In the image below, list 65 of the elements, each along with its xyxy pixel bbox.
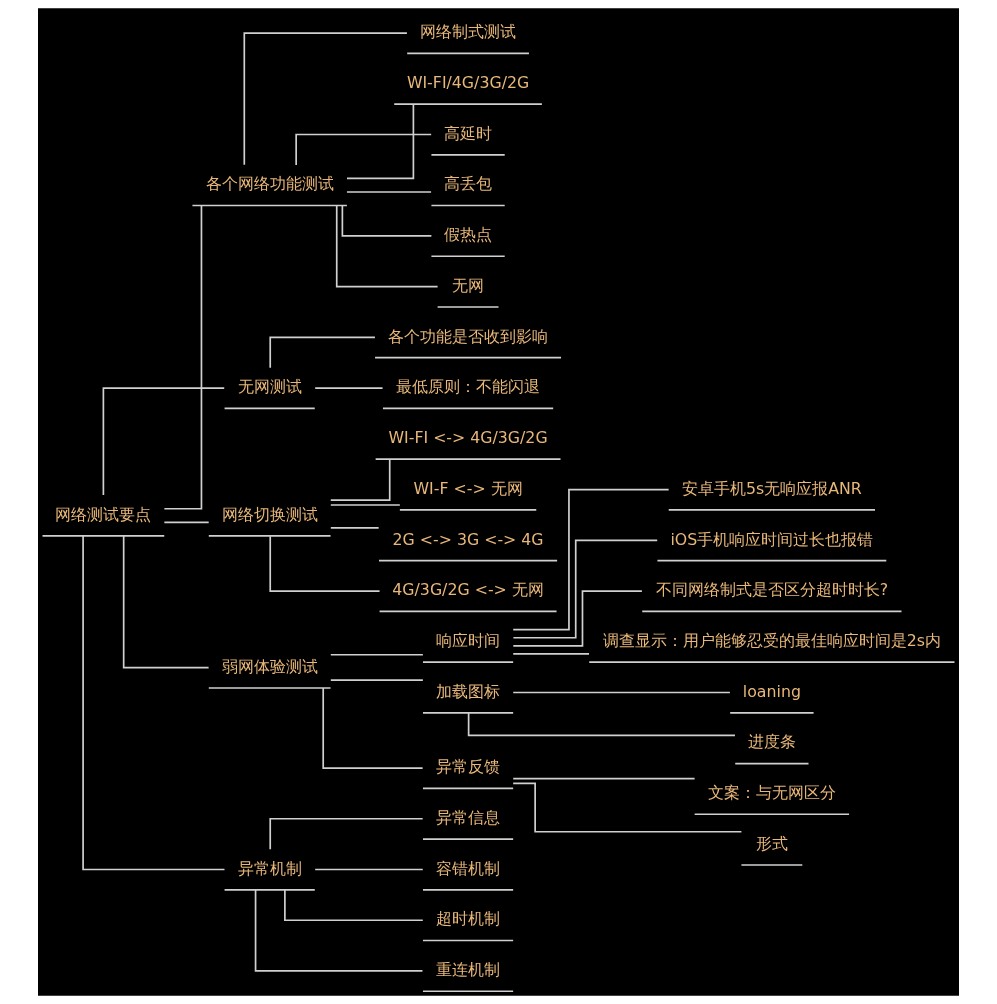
node-text: 2G <-> 3G <-> 4G: [392, 529, 544, 549]
node-text: 无网: [452, 275, 485, 295]
connector: [467, 712, 736, 737]
connector: [346, 103, 415, 180]
connector: [341, 204, 433, 237]
connector: [102, 387, 226, 496]
node-text: 文案：与无网区分: [707, 783, 836, 803]
node-text: 响应时间: [436, 630, 501, 650]
node-text: 不同网络制式是否区分超时时长?: [655, 580, 889, 600]
connector: [163, 521, 210, 524]
connector: [122, 535, 210, 669]
node-text: 网络切换测试: [221, 504, 318, 524]
connector: [314, 387, 384, 389]
connector: [512, 782, 743, 833]
connector: [295, 133, 433, 166]
node-text: 高丢包: [444, 174, 493, 194]
connector: [163, 205, 203, 510]
node-text: WI-F <-> 无网: [413, 478, 523, 498]
connector: [269, 817, 424, 850]
node-text: 最低原则：不能闪退: [396, 377, 541, 397]
node-text: 加载图标: [436, 681, 501, 701]
connector: [329, 504, 401, 506]
connector: [512, 488, 670, 631]
connector: [329, 527, 380, 529]
connector: [82, 535, 226, 871]
connector: [512, 691, 731, 694]
node-text: 高延时: [444, 123, 493, 143]
node-text: 4G/3G/2G <-> 无网: [392, 580, 544, 600]
node-text: 网络测试要点: [55, 504, 152, 524]
connector: [512, 539, 659, 639]
node-text: 弱网体验测试: [221, 656, 318, 676]
node-text: iOS手机响应时间过长也报错: [670, 529, 874, 549]
connector: [329, 458, 391, 501]
node-text: 异常反馈: [436, 757, 501, 777]
node-text: 网络制式测试: [420, 22, 517, 42]
node-text: loaning: [742, 681, 801, 701]
connector: [335, 204, 439, 288]
node-text: 安卓手机5s无响应报ANR: [681, 478, 862, 498]
node-text: 各个功能是否收到影响: [388, 326, 549, 346]
node-text: 无网测试: [237, 377, 302, 397]
node-text: 各个网络功能测试: [205, 174, 334, 194]
connector: [284, 889, 424, 922]
node-text: 形式: [755, 833, 788, 853]
connector: [269, 535, 381, 592]
connector: [254, 889, 424, 972]
node-text: 调查显示：用户能够忍受的最佳响应时间是2s内: [602, 630, 941, 650]
node-text: 进度条: [747, 732, 796, 752]
connector: [329, 679, 424, 681]
connector: [269, 336, 376, 369]
node-text: 异常信息: [436, 807, 501, 827]
connector: [329, 653, 424, 656]
node-text: 重连机制: [436, 960, 501, 980]
connector: [512, 653, 590, 655]
node-text: 超时机制: [436, 909, 501, 929]
connector: [322, 687, 424, 769]
node-text: 容错机制: [436, 858, 501, 878]
connector: [346, 191, 432, 193]
connector: [512, 777, 696, 780]
connector: [512, 590, 643, 647]
node-text: WI-FI/4G/3G/2G: [406, 72, 530, 92]
node-text: 异常机制: [237, 858, 302, 878]
connector: [243, 32, 408, 166]
connector: [314, 868, 424, 871]
node-text: WI-FI <-> 4G/3G/2G: [388, 428, 548, 448]
node-text: 假热点: [444, 225, 493, 245]
